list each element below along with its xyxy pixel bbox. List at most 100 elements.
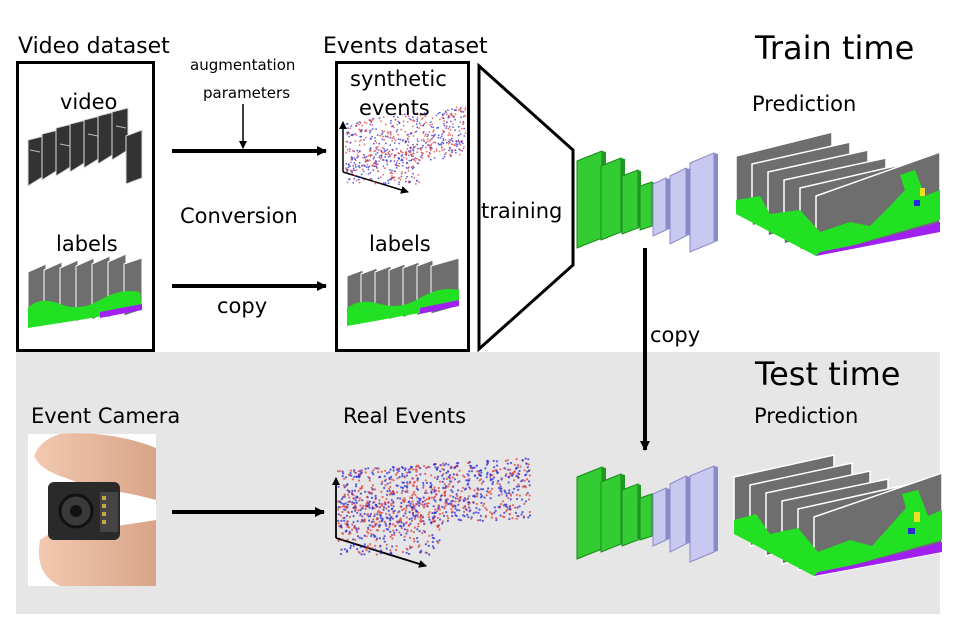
event-point [374, 182, 377, 185]
event-point [425, 150, 428, 153]
event-point [342, 484, 345, 487]
event-point [393, 142, 396, 144]
event-point [475, 464, 478, 467]
event-point [509, 498, 512, 501]
event-point [385, 123, 387, 126]
event-point [345, 151, 348, 154]
event-point [362, 164, 365, 167]
event-point [459, 519, 462, 522]
event-point [347, 532, 350, 536]
test-prediction-label: Prediction [754, 404, 859, 428]
event-point [437, 112, 440, 115]
event-point [353, 177, 356, 180]
event-point [378, 142, 381, 145]
event-point [357, 151, 360, 154]
event-point [392, 505, 395, 508]
event-point [495, 517, 498, 520]
event-point [509, 461, 513, 465]
event-point [468, 477, 471, 480]
event-point [441, 149, 444, 152]
event-point [386, 153, 388, 156]
event-point [510, 494, 513, 497]
event-point [387, 151, 390, 154]
event-point [386, 490, 389, 493]
event-point [412, 537, 415, 540]
event-point [346, 520, 349, 523]
event-point [451, 140, 454, 143]
event-point [506, 506, 509, 509]
event-point [343, 519, 346, 522]
event-point [457, 125, 460, 128]
event-point [457, 134, 460, 137]
event-point [411, 494, 414, 497]
event-point [376, 511, 379, 514]
event-point [415, 474, 418, 477]
event-point [437, 134, 440, 137]
event-point [443, 120, 445, 122]
event-point [384, 469, 387, 472]
event-point [336, 470, 340, 473]
event-point [453, 478, 457, 481]
event-point [433, 486, 436, 489]
event-point [359, 509, 362, 512]
event-point [398, 476, 401, 479]
event-point [363, 512, 366, 516]
event-point [390, 504, 393, 507]
event-point [430, 143, 433, 146]
event-point [413, 120, 416, 122]
event-point [417, 522, 420, 525]
event-point [485, 494, 488, 497]
event-point [454, 118, 456, 121]
event-point [421, 515, 424, 518]
event-point [359, 140, 361, 143]
event-point [351, 523, 354, 527]
event-point [382, 165, 385, 168]
event-point [417, 465, 420, 469]
event-point [469, 467, 472, 470]
event-point [431, 545, 434, 548]
event-point [378, 476, 381, 479]
event-point [505, 508, 509, 511]
event-point [405, 157, 408, 160]
event-point [374, 494, 377, 497]
event-point [440, 464, 443, 467]
event-point [406, 175, 408, 178]
event-point [379, 134, 381, 137]
event-point [375, 537, 379, 540]
event-point [390, 502, 393, 505]
event-point [378, 537, 381, 540]
event-point [421, 503, 424, 506]
event-point [355, 501, 358, 504]
event-point [452, 495, 455, 498]
event-point [462, 111, 465, 113]
event-point [388, 150, 391, 153]
label-frames-icon [346, 257, 460, 327]
event-point [393, 176, 396, 178]
event-point [480, 469, 483, 472]
event-point [388, 517, 391, 520]
event-point [447, 463, 450, 466]
event-point [364, 507, 367, 510]
event-point [451, 510, 454, 513]
event-point [454, 507, 457, 510]
event-point [406, 489, 409, 492]
event-point [371, 118, 374, 121]
event-point [513, 463, 516, 466]
event-point [347, 127, 350, 129]
event-point [465, 479, 468, 482]
event-point [390, 491, 393, 494]
event-point [348, 496, 351, 499]
event-point [489, 497, 492, 500]
event-point [349, 165, 351, 168]
event-point [351, 149, 354, 152]
event-point [365, 530, 368, 533]
event-point [367, 467, 370, 470]
event-point [494, 509, 497, 512]
event-point [412, 492, 415, 495]
event-point [435, 148, 438, 151]
event-point [396, 484, 399, 487]
event-point [350, 125, 353, 127]
event-point [438, 111, 441, 114]
event-point [442, 514, 446, 518]
event-point [508, 508, 511, 511]
